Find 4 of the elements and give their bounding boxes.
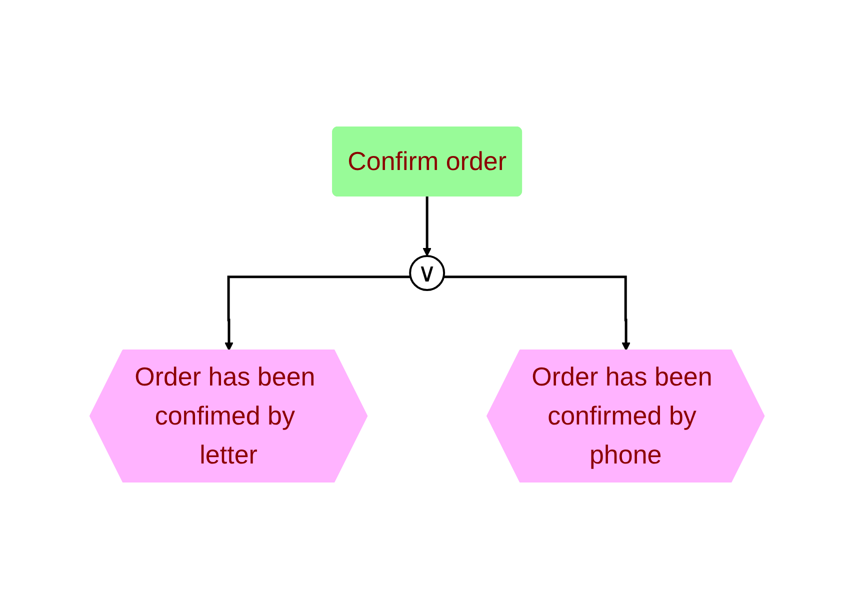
arrow <box>422 194 432 256</box>
node-circle: ∨ <box>409 254 445 290</box>
arrow <box>224 275 410 350</box>
arrow <box>444 275 630 350</box>
